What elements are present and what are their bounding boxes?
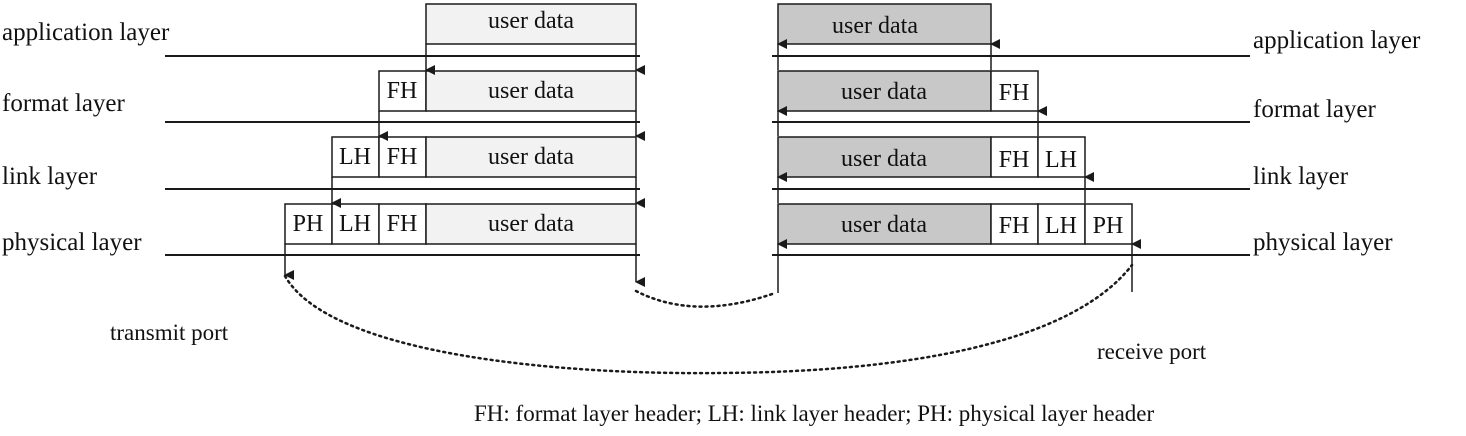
sender-link-lh: LH <box>339 144 371 170</box>
receiver-stack-text: user data user data FH user data FH LH u… <box>832 13 1123 239</box>
receiver-phys-ph-box <box>1084 203 1133 245</box>
receiver-arrows <box>777 39 1141 293</box>
receiver-phys-user-data: user data <box>841 212 927 238</box>
right-link-label: link layer <box>1253 163 1349 190</box>
sender-format-user-data-box <box>425 70 637 112</box>
receiver-phys-lh: LH <box>1045 213 1077 239</box>
left-link-label: link layer <box>2 163 98 190</box>
sender-stack <box>284 3 637 245</box>
sender-phys-ph: PH <box>293 211 324 237</box>
sender-format-fh-box <box>378 70 427 112</box>
receiver-phys-fh: FH <box>999 213 1030 239</box>
receiver-link-fh-box <box>990 136 1039 178</box>
right-layer-labels: application layer format layer link laye… <box>1253 27 1421 256</box>
sender-link-fh: FH <box>387 144 418 170</box>
sender-format-user-data: user data <box>488 78 574 104</box>
left-application-label: application layer <box>2 19 170 46</box>
receiver-link-lh-box <box>1037 136 1086 178</box>
inner-dotted-link <box>634 289 777 308</box>
receiver-stack <box>777 3 1133 245</box>
sender-format-fh: FH <box>387 78 418 104</box>
receiver-format-user-data: user data <box>841 79 927 105</box>
left-layer-labels: application layer format layer link laye… <box>2 19 170 256</box>
transmit-port-label: transmit port <box>110 320 229 345</box>
receiver-link-user-data: user data <box>841 146 927 172</box>
sender-phys-user-data: user data <box>488 211 574 237</box>
receiver-format-fh: FH <box>999 80 1030 106</box>
receiver-phys-ph: PH <box>1093 213 1124 239</box>
sender-phys-lh-box <box>331 203 380 245</box>
sender-app-user-data-box <box>425 3 637 45</box>
receiver-format-fh-box <box>990 70 1039 112</box>
receiver-format-user-data-box <box>777 70 992 112</box>
sender-stack-text: user data FH user data LH FH user data P… <box>293 8 575 237</box>
sender-phys-fh: FH <box>387 211 418 237</box>
sender-phys-user-data-box <box>425 203 637 245</box>
receiver-link-fh: FH <box>999 147 1030 173</box>
outer-dotted-link <box>283 263 1134 375</box>
sender-phys-ph-box <box>284 203 333 245</box>
left-physical-label: physical layer <box>2 229 142 256</box>
receiver-app-user-data: user data <box>832 13 918 39</box>
receiver-app-user-data-box <box>777 3 992 45</box>
receiver-phys-user-data-box <box>777 203 992 245</box>
receiver-link-lh: LH <box>1045 147 1077 173</box>
receive-port-label: receive port <box>1097 339 1207 364</box>
sender-link-user-data: user data <box>488 144 574 170</box>
sender-link-user-data-box <box>425 136 637 178</box>
sender-arrows <box>284 44 645 287</box>
right-application-label: application layer <box>1253 27 1421 54</box>
layer-lines <box>165 55 1250 256</box>
receiver-phys-lh-box <box>1037 203 1086 245</box>
sender-app-user-data: user data <box>488 8 574 34</box>
left-format-label: format layer <box>2 90 126 117</box>
right-format-label: format layer <box>1253 96 1377 123</box>
legend-footnote: FH: format layer header; LH: link layer … <box>474 401 1154 426</box>
sender-phys-lh: LH <box>339 211 371 237</box>
right-physical-label: physical layer <box>1253 229 1393 256</box>
receiver-link-user-data-box <box>777 136 992 178</box>
sender-phys-fh-box <box>378 203 427 245</box>
transmission-links <box>283 263 1134 375</box>
